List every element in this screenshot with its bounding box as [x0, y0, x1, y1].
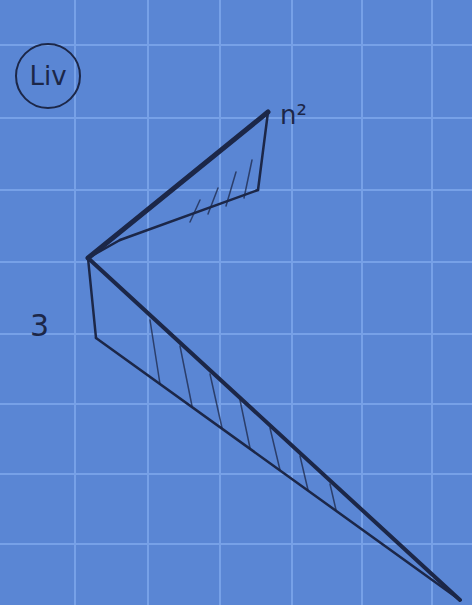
handwritten-label: 3: [30, 308, 49, 343]
node-text: Liv: [29, 61, 66, 91]
prism-sketch: [88, 112, 460, 600]
handwritten-label: n²: [280, 100, 307, 130]
circled-label: Liv: [15, 43, 81, 109]
